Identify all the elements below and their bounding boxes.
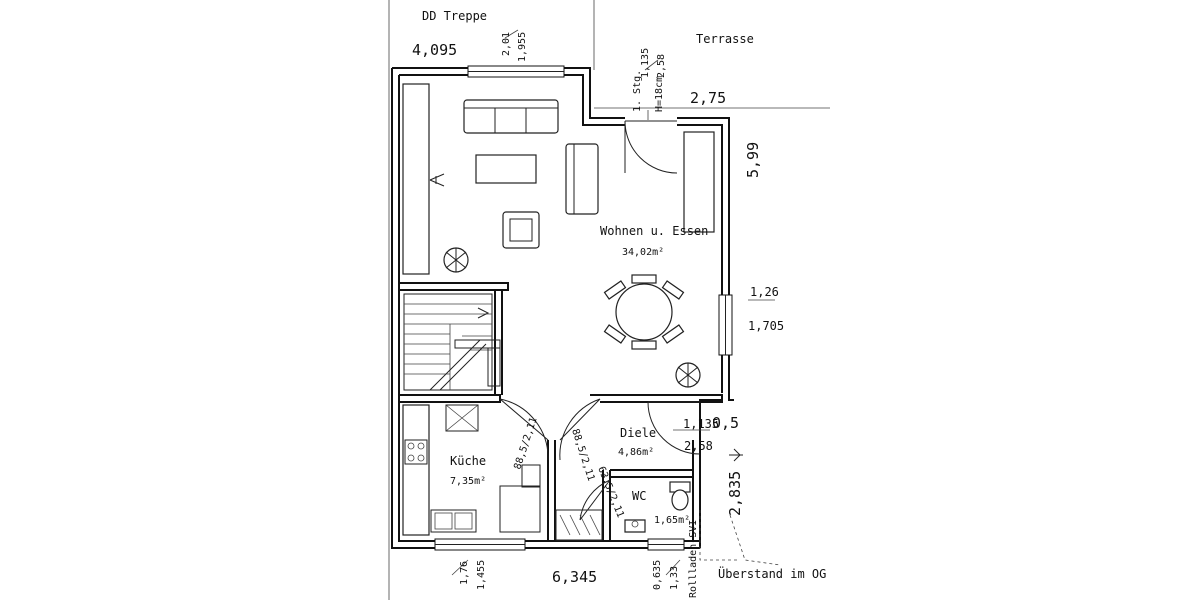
label-rollladen: Rollladen-SVI (688, 520, 699, 598)
dim-right-window-lower: 1,705 (748, 319, 784, 333)
sink (430, 509, 477, 533)
dim-entry-lower: 2,58 (684, 439, 713, 453)
dim-bottom-small-lower: 1,33 (669, 566, 680, 590)
dimension-lines (451, 29, 775, 576)
label-stg-height: H=18cm (654, 76, 665, 112)
living-furniture (402, 83, 715, 388)
room-wohnen-name: Wohnen u. Essen (600, 224, 708, 238)
dim-bottom-small-upper: 0,635 (652, 560, 663, 590)
dim-top-left: 4,095 (412, 41, 457, 59)
label-ueberstand: Überstand im OG (718, 565, 826, 581)
stove (404, 439, 428, 465)
dim-entry-upper: 1,135 (683, 417, 719, 431)
room-kueche-area: 7,35m² (450, 476, 486, 487)
hall-door (559, 398, 601, 461)
wc-fixtures (624, 481, 691, 533)
dim-bottom-window-lower: 1,455 (476, 560, 487, 590)
dining-table (615, 283, 673, 341)
loveseat (565, 143, 599, 215)
room-wc-area: 1,65m² (654, 515, 690, 526)
room-wc-name: WC (632, 489, 646, 503)
dim-top-window-upper: 2,01 (501, 32, 512, 56)
wc-door (579, 479, 611, 521)
coffee-table (475, 154, 537, 184)
lamp-icon (429, 173, 445, 187)
sideboard (402, 83, 430, 275)
room-wohnen-area: 34,02m² (622, 247, 664, 258)
toilet-icon (671, 489, 689, 511)
label-stg: 1. Stg. (632, 70, 643, 112)
dim-door-upper: 1,135 (640, 48, 651, 78)
terrace-cabinet (683, 131, 715, 233)
dim-right-depth: 5,99 (744, 142, 762, 178)
dim-right-lower: 2,835 (726, 471, 744, 516)
room-diele-area: 4,86m² (618, 447, 654, 458)
windows (434, 65, 733, 551)
washbasin-icon (624, 519, 646, 533)
kitchen-counter (402, 404, 430, 536)
dim-bottom-window-upper: 1,76 (459, 561, 470, 585)
fridge (445, 404, 479, 432)
label-dd-treppe: DD Treppe (422, 9, 487, 23)
dim-entry-step: 0,5 (712, 414, 739, 432)
entry-door (647, 401, 701, 455)
terrace-door (624, 120, 678, 174)
kitchen-door (499, 398, 549, 461)
armchair (502, 211, 540, 249)
room-diele-name: Diele (620, 426, 656, 440)
interior-walls (399, 282, 723, 541)
staircase (403, 293, 501, 391)
kitchen-fixtures (402, 404, 541, 536)
sofa (463, 99, 559, 134)
dim-top-right: 2,75 (690, 89, 726, 107)
dim-door-lower: 2,58 (656, 54, 667, 78)
room-kueche-name: Küche (450, 454, 486, 468)
dim-bottom-total: 6,345 (552, 568, 597, 586)
doors (499, 120, 701, 521)
entry-marker (699, 448, 781, 566)
dim-top-window-lower: 1,955 (517, 32, 528, 62)
closet (555, 509, 603, 541)
label-terrasse: Terrasse (696, 32, 754, 46)
dining-set (603, 274, 685, 350)
dim-right-window-upper: 1,26 (750, 285, 779, 299)
